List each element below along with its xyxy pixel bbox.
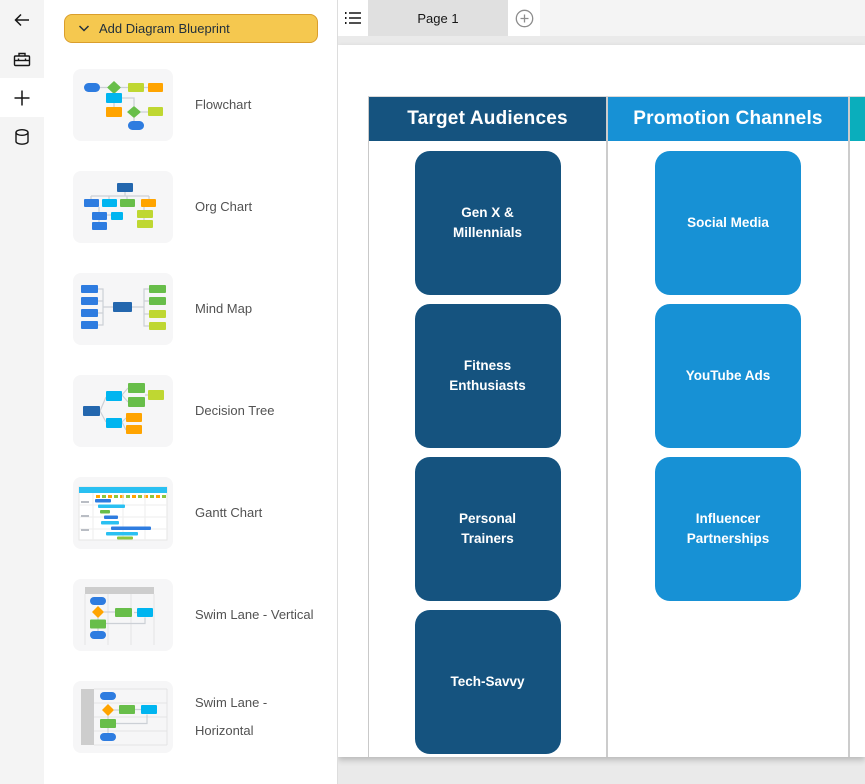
blueprint-item-label: Flowchart — [195, 97, 252, 112]
blueprint-panel: Add Diagram Blueprint — [44, 0, 338, 784]
swim-lane-vertical-thumbnail — [73, 579, 173, 651]
diagram-node[interactable]: Fitness Enthusiasts — [414, 304, 561, 448]
database-icon — [15, 128, 29, 145]
lane-body: Social Media YouTube Ads Influencer Part… — [608, 141, 848, 757]
toolbox-button[interactable] — [0, 39, 44, 78]
diagram-node[interactable]: Social Media — [655, 151, 801, 295]
left-toolbar — [0, 0, 44, 784]
arrow-left-icon — [14, 13, 29, 26]
data-button[interactable] — [0, 117, 44, 156]
add-page-button[interactable] — [508, 0, 540, 36]
diagram-node[interactable]: Gen X & Millennials — [414, 151, 561, 295]
diagram-node[interactable]: YouTube Ads — [655, 304, 801, 448]
diagram-page[interactable]: Target Audiences Gen X & Millennials Fit… — [338, 45, 865, 757]
org-chart-thumbnail — [73, 171, 173, 243]
lane-title: Target Audiences — [407, 108, 568, 129]
diagram-node[interactable]: Personal Trainers — [414, 457, 561, 601]
back-button[interactable] — [0, 0, 44, 39]
diagram-node[interactable]: Influencer Partnerships — [655, 457, 801, 601]
blueprint-item-mind-map[interactable]: Mind Map — [73, 273, 338, 345]
blueprint-list: Flowchart — [44, 69, 338, 783]
blueprint-item-decision-tree[interactable]: Decision Tree — [73, 375, 338, 447]
blueprint-item-swim-lane-horizontal[interactable]: Swim Lane - Horizontal — [73, 681, 338, 753]
page-list-button[interactable] — [338, 0, 368, 36]
swimlane-partial — [850, 97, 865, 757]
swim-lane-horizontal-thumbnail — [73, 681, 173, 753]
decision-tree-thumbnail — [73, 375, 173, 447]
page-tabbar: Page 1 — [338, 0, 865, 36]
swimlane-promotion-channels: Promotion Channels Social Media YouTube … — [608, 97, 850, 757]
blueprint-item-flowchart[interactable]: Flowchart — [73, 69, 338, 141]
blueprint-item-gantt-chart[interactable]: Gantt Chart — [73, 477, 338, 549]
mind-map-thumbnail — [73, 273, 173, 345]
add-diagram-blueprint-label: Add Diagram Blueprint — [99, 21, 230, 36]
tabbar-filler — [540, 0, 865, 36]
blueprint-item-org-chart[interactable]: Org Chart — [73, 171, 338, 243]
plus-circle-icon — [515, 9, 533, 27]
add-shape-button[interactable] — [0, 78, 44, 117]
lane-body — [850, 141, 865, 757]
lane-body: Gen X & Millennials Fitness Enthusiasts … — [369, 141, 606, 757]
swimlane-target-audiences: Target Audiences Gen X & Millennials Fit… — [369, 97, 608, 757]
lane-header[interactable]: Target Audiences — [369, 97, 606, 141]
blueprint-item-label: Org Chart — [195, 199, 253, 214]
tab-page-1-label: Page 1 — [417, 10, 459, 26]
lane-header[interactable]: Promotion Channels — [608, 97, 848, 141]
canvas-viewport[interactable]: Target Audiences Gen X & Millennials Fit… — [338, 36, 865, 784]
flowchart-thumbnail — [73, 69, 173, 141]
lane-title: Promotion Channels — [633, 108, 823, 129]
chevron-down-icon — [78, 25, 90, 32]
add-diagram-blueprint-button[interactable]: Add Diagram Blueprint — [64, 14, 318, 43]
blueprint-item-label: Mind Map — [195, 301, 253, 316]
gantt-chart-thumbnail — [73, 477, 173, 549]
briefcase-icon — [13, 52, 31, 66]
blueprint-item-label: Swim Lane - Horizontal — [195, 695, 268, 738]
list-icon — [345, 12, 361, 24]
blueprint-item-label: Decision Tree — [195, 403, 275, 418]
blueprint-item-swim-lane-vertical[interactable]: Swim Lane - Vertical — [73, 579, 338, 651]
blueprint-item-label: Gantt Chart — [195, 505, 263, 520]
lane-header[interactable] — [850, 97, 865, 141]
plus-icon — [14, 90, 30, 105]
swimlane-diagram: Target Audiences Gen X & Millennials Fit… — [368, 96, 865, 757]
diagram-node[interactable]: Tech-Savvy — [414, 610, 561, 754]
blueprint-item-label: Swim Lane - Vertical — [195, 607, 314, 622]
tab-page-1[interactable]: Page 1 — [368, 0, 508, 36]
